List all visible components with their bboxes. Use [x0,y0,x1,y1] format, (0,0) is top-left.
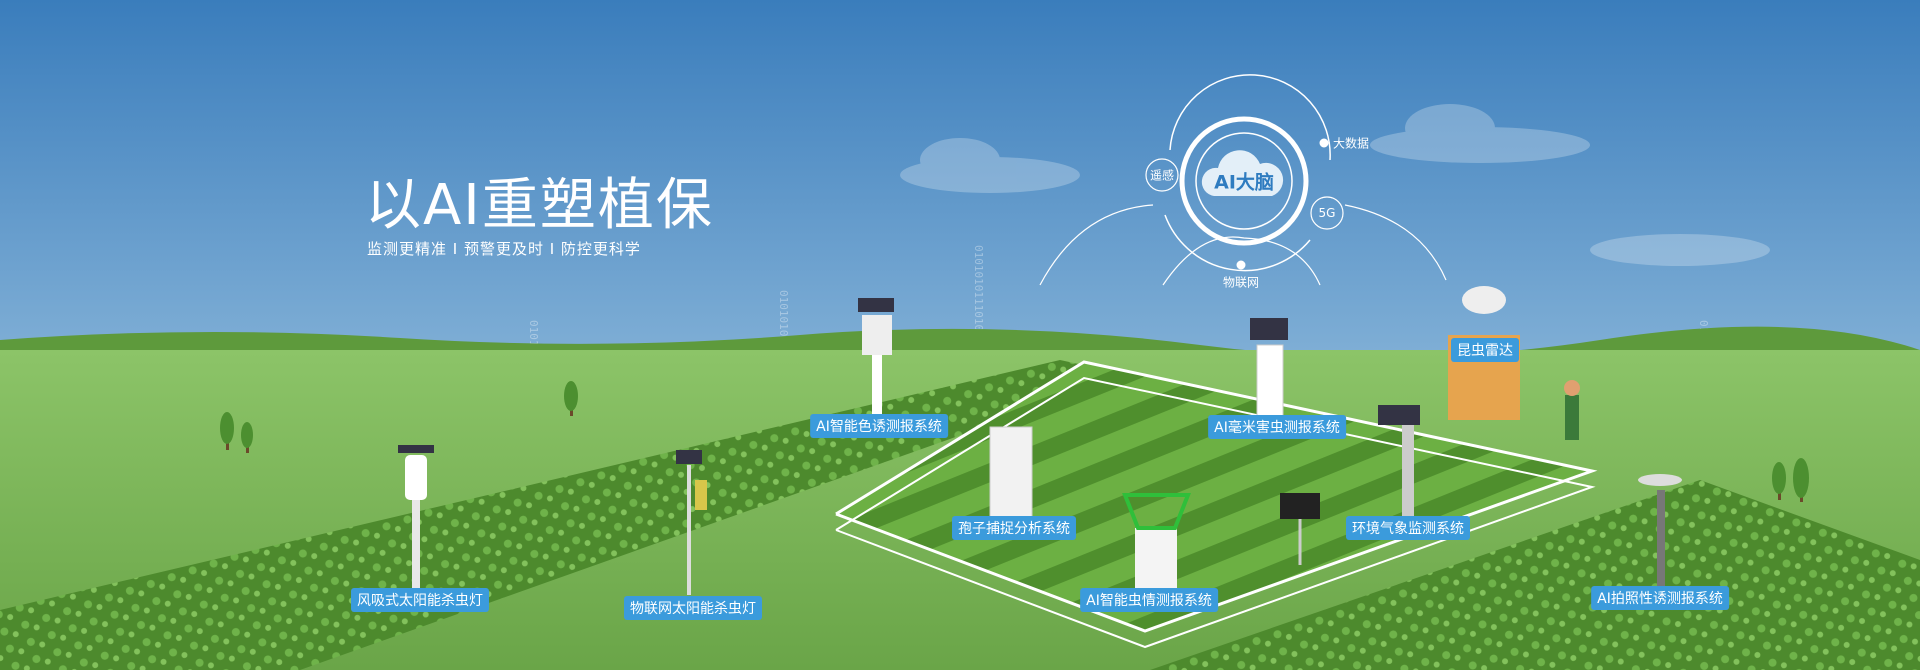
crop-field-right [1150,480,1920,670]
device-label-weather-station[interactable]: 环境气象监测系统 [1346,516,1470,540]
device-label-insect-forecast[interactable]: AI智能虫情测报系统 [1080,588,1218,612]
device-label-iot-solar-lamp[interactable]: 物联网太阳能杀虫灯 [624,596,762,620]
hero-title: 以AI重塑植保 [365,173,714,238]
device-label-insect-radar[interactable]: 昆虫雷达 [1451,338,1519,362]
device-label-spore-capture[interactable]: 孢子捕捉分析系统 [952,516,1076,540]
device-label-wind-suction-lamp[interactable]: 风吸式太阳能杀虫灯 [351,588,489,612]
trees [220,381,1809,502]
device-label-mmwave-pest[interactable]: AI毫米害虫测报系统 [1208,415,1346,439]
device-label-photo-pheromone[interactable]: AI拍照性诱测报系统 [1591,586,1729,610]
clouds [900,104,1770,266]
hero-subtitle: 监测更精准 I 预警更及时 I 防控更科学 [367,240,641,258]
ai-brain-label: AI大脑 [1214,171,1274,194]
hub-node-5g: 5G [1318,206,1336,220]
ai-hub-diagram [1039,74,1447,286]
hub-node-iot: 物联网 [1222,275,1260,290]
device-label-color-lure-system[interactable]: AI智能色诱测报系统 [810,414,948,438]
hub-node-big-data: 大数据 [1332,136,1370,151]
hub-node-remote-sensing: 遥感 [1149,168,1175,183]
